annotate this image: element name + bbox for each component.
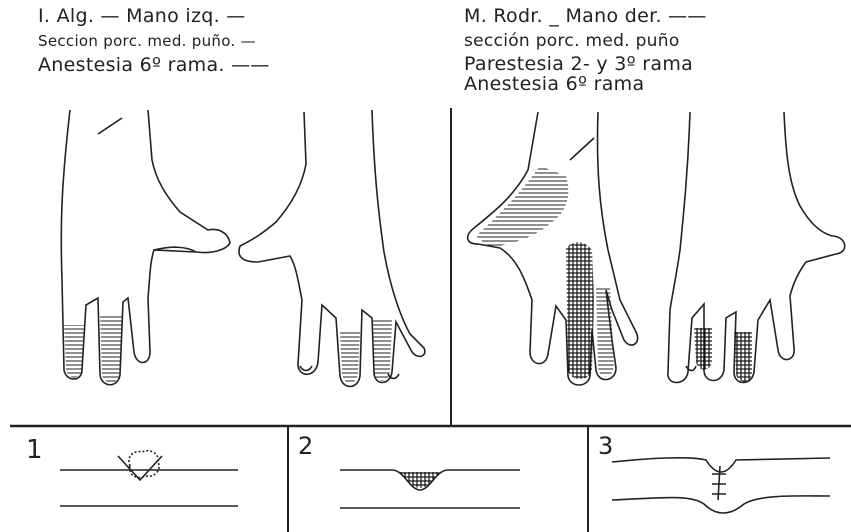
panel-3-number: 3 <box>598 432 613 460</box>
panel-1-diagram <box>60 451 238 506</box>
left-hand-b-anesthesia-finger2 <box>372 320 392 381</box>
right-hand-a-middle-paresthesia <box>596 286 614 377</box>
left-hand-b-nail-1 <box>300 366 312 371</box>
right-hand-a-index-cross <box>566 242 594 379</box>
left-case-hand-a <box>61 110 230 385</box>
panel-3-diagram <box>612 458 830 513</box>
panel-1-number: 1 <box>26 435 43 465</box>
left-case-hand-b <box>239 110 425 387</box>
panel-2-number: 2 <box>298 432 313 460</box>
right-case-hand-b <box>668 112 845 383</box>
right-hand-a-thenar-paresthesia <box>476 166 568 248</box>
left-hand-a-anesthesia-finger1 <box>64 325 84 378</box>
right-hand-b-finger2-cross <box>734 332 752 382</box>
left-hand-b-anesthesia-finger1 <box>340 330 360 383</box>
panel-2-cross-fill <box>398 472 442 488</box>
left-hand-a-anesthesia-finger2 <box>100 315 122 383</box>
right-hand-b-finger1-cross <box>694 328 712 370</box>
